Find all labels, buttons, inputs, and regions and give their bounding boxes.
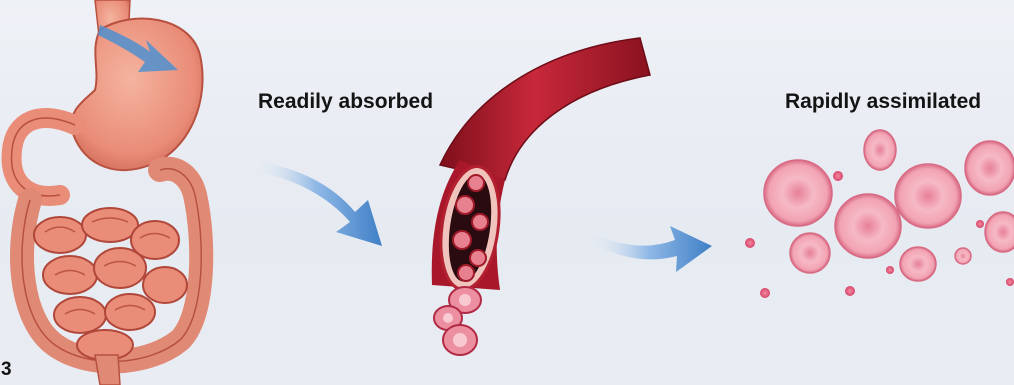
blood-cells-icon bbox=[745, 130, 1014, 298]
digestive-organs-icon bbox=[12, 0, 203, 385]
step-label-assimilated: Rapidly assimilated bbox=[785, 90, 981, 114]
figure-number: 3 bbox=[1, 359, 12, 381]
step-label-absorbed: Readily absorbed bbox=[258, 90, 433, 114]
blood-vessel-icon bbox=[432, 38, 650, 355]
flow-arrow-icon bbox=[250, 160, 382, 246]
flow-arrow-icon bbox=[585, 226, 712, 272]
